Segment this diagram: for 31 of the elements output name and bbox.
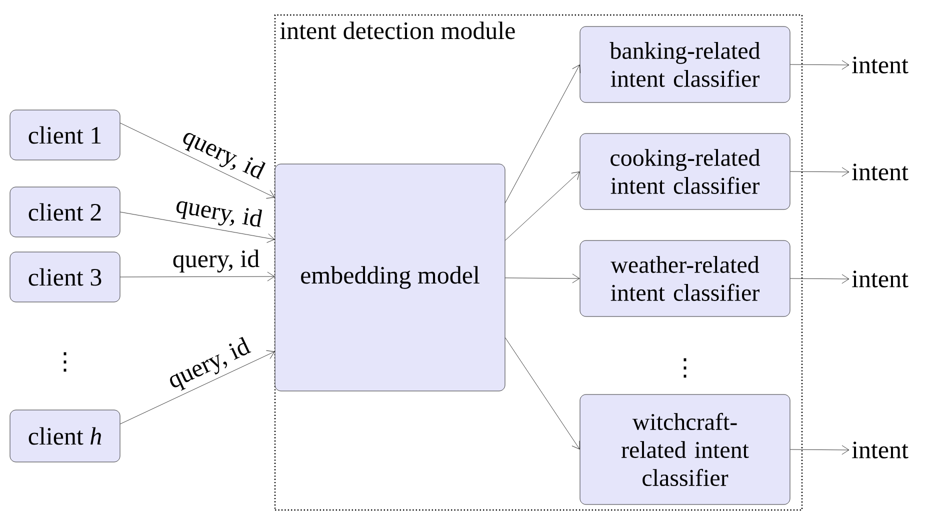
classifier-box: cooking-related intent classifier (580, 133, 790, 210)
arrow (505, 172, 580, 241)
edge-label: query, id (173, 250, 260, 273)
arrow (120, 350, 275, 424)
ellipsis: ⋮ (684, 358, 686, 378)
arrow (120, 122, 275, 199)
edge-label: query, id (176, 201, 262, 228)
output-label: intent (852, 270, 908, 288)
process-box: embedding model (274, 164, 506, 392)
arrow (505, 338, 580, 450)
ellipsis: ⋮ (64, 352, 66, 372)
classifier-box: witchcraft-related intent classifier (580, 394, 790, 505)
edge-label: query, id (183, 133, 266, 180)
classifier-box: banking-related intent classifier (580, 26, 790, 103)
arrow (790, 167, 850, 177)
output-label: intent (852, 442, 908, 458)
edge-label: query, id (170, 336, 252, 391)
arrow (790, 274, 850, 284)
arrow (790, 445, 850, 455)
arrow (505, 274, 580, 284)
arrow (505, 64, 580, 204)
process-box: client 2 (10, 186, 120, 238)
output-label: intent (852, 164, 908, 180)
process-box: client 3 (10, 252, 120, 302)
process-box: client h (10, 410, 120, 462)
output-label: intent (852, 56, 908, 74)
arrow (120, 272, 275, 282)
process-box: client 1 (10, 110, 120, 160)
arrow (120, 212, 275, 243)
arrow (790, 60, 850, 70)
classifier-box: weather-related intent classifier (580, 240, 790, 317)
